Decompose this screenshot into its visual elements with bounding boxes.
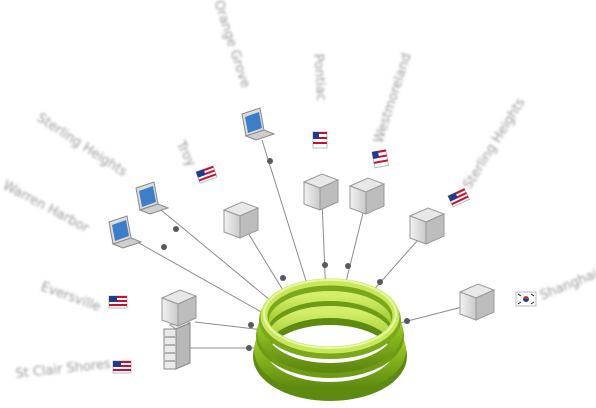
- label-st-clair-shores: St Clair Shores: [15, 357, 112, 382]
- link-shanghai: [391, 304, 471, 326]
- building-icon[interactable]: [160, 289, 198, 327]
- building-icon[interactable]: [302, 173, 340, 211]
- us-flag-icon: [447, 187, 471, 208]
- junction-dot: [377, 279, 383, 285]
- label-sterling-heights-east: Sterling Heights: [461, 96, 529, 193]
- us-flag-icon: [371, 148, 390, 169]
- junction-dot: [345, 263, 351, 269]
- label-troy: Troy: [172, 138, 198, 170]
- building-icon[interactable]: [408, 207, 446, 245]
- us-flag-icon: [112, 360, 132, 374]
- building-icon[interactable]: [348, 177, 386, 215]
- label-eversville: Eversville: [39, 280, 103, 315]
- core-ring: [253, 278, 407, 401]
- link-eversville: [194, 321, 265, 331]
- junction-dot: [248, 322, 254, 328]
- laptop-icon[interactable]: [108, 215, 143, 249]
- label-shanghai: Shanghai: [538, 267, 596, 304]
- label-warren-harbor: Warren Harbor: [0, 178, 92, 236]
- laptop-icon[interactable]: [135, 181, 170, 215]
- label-orange-grove: Orange Grove: [210, 0, 252, 90]
- building-icon[interactable]: [458, 283, 496, 321]
- junction-dot: [280, 275, 286, 281]
- junction-dot: [322, 262, 328, 268]
- link-orange-grove: [261, 139, 313, 301]
- junction-dot: [173, 226, 179, 232]
- us-flag-icon: [312, 131, 328, 149]
- us-flag-icon: [108, 295, 128, 309]
- ring-middle: [257, 291, 403, 373]
- junction-dot: [161, 244, 167, 250]
- server-icon[interactable]: [163, 318, 192, 370]
- label-pontiac: Pontiac: [310, 53, 328, 101]
- link-warren-harbor: [129, 237, 273, 319]
- link-sterling-heights-west: [154, 204, 283, 311]
- building-icons: [160, 173, 496, 327]
- laptop-icon[interactable]: [241, 107, 276, 141]
- junction-dots: [161, 158, 410, 351]
- junction-dot: [246, 345, 252, 351]
- building-icon[interactable]: [222, 201, 260, 239]
- junction-dot: [404, 318, 410, 324]
- korea-flag-icon: [515, 291, 537, 307]
- us-flag-icon: [195, 165, 218, 184]
- ring-highlight: [263, 279, 397, 349]
- laptop-icons: [108, 107, 276, 249]
- junction-dot: [267, 158, 273, 164]
- label-sterling-heights-west: Sterling Heights: [34, 111, 130, 181]
- label-westmoreland: Westmoreland: [372, 51, 415, 145]
- flag-icons: [108, 131, 537, 374]
